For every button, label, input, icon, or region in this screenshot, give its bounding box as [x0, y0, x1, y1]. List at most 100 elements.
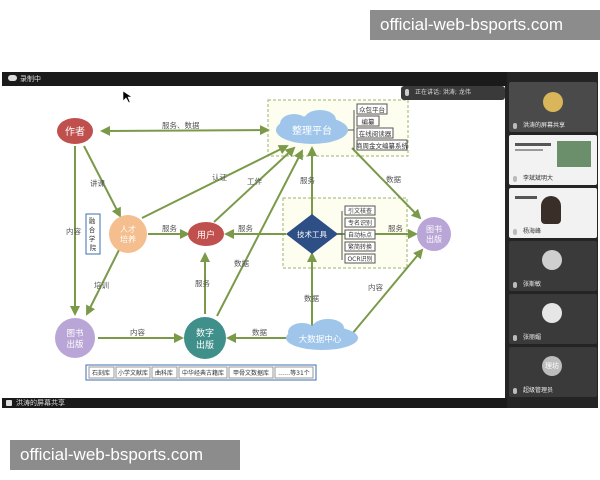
label-tech-book-right: 服务 — [388, 223, 403, 233]
meeting-bottom-bar: 洪涛的屏幕共享 — [2, 398, 507, 408]
participant-name: 李斌斌明大 — [523, 175, 554, 182]
tech-items: 引文核查 专名识别 自动标点 繁简转换 OCR识别 — [338, 205, 376, 264]
label-digital-user: 服务 — [195, 278, 210, 288]
participant-tile[interactable]: 张斯敏 — [509, 241, 597, 291]
meeting-window: 录制中 — [2, 72, 598, 408]
author-label: 作者 — [65, 126, 85, 138]
book-left-line2: 出版 — [66, 339, 84, 350]
book-pub-right-node: 图书 出版 — [417, 217, 451, 251]
talent-node: 人才 培养 — [109, 215, 147, 253]
label-user-platform: 工作 — [247, 176, 262, 186]
watermark-bottom: official-web-bsports.com — [10, 440, 240, 470]
digital-line2: 出版 — [196, 339, 214, 351]
platform-item-3: 商周金文编纂系统 — [356, 141, 409, 150]
platform-item-1: 编纂 — [362, 117, 376, 126]
edge-bigdata-book-right — [351, 248, 424, 335]
platform-item-0: 众包平台 — [359, 105, 385, 114]
book-pub-left-node: 图书 出版 — [55, 318, 95, 358]
database-row: 石刻库 小学文献库 曲科库 中华经典古籍库 甲骨文数据库 ……等31个 — [85, 364, 317, 381]
avatar — [543, 92, 563, 112]
label-author-book: 内容 — [66, 226, 81, 236]
label-digital-platform: 数据 — [234, 258, 249, 268]
participant-tile[interactable]: 理坊 超级管理员 — [509, 347, 597, 397]
edge-labels: 服务、数据 讲课 内容 认证 服务 培训 工作 服务 服务 数据 服务 数据 数… — [66, 120, 403, 337]
avatar — [542, 303, 562, 323]
shared-screen: 服务、数据 讲课 内容 认证 服务 培训 工作 服务 服务 数据 服务 数据 数… — [2, 86, 505, 398]
edge-digital-platform — [216, 149, 303, 317]
participant-name: 超级管理员 — [523, 387, 554, 394]
bigdata-node: 大数据中心 — [286, 319, 358, 350]
label-talent-book: 培训 — [94, 280, 109, 290]
avatar — [542, 250, 562, 270]
edge-talent-book — [86, 247, 121, 316]
tech-item-4: OCR识别 — [347, 255, 372, 263]
watermark-top: official-web-bsports.com — [370, 10, 600, 40]
speaking-indicator: 正在讲话: 洪涛; 龙伟 — [401, 86, 505, 100]
mic-icon — [513, 388, 517, 394]
db-2: 曲科库 — [155, 369, 173, 377]
meeting-top-bar: 录制中 — [2, 72, 507, 86]
participant-photo — [541, 196, 561, 224]
share-label: 洪涛的屏幕共享 — [16, 399, 65, 407]
platform-items: 众包平台 编纂 在线阅读器 商周金文编纂系统 — [348, 103, 409, 151]
edge-user-platform — [213, 146, 296, 223]
label-talent-platform: 认证 — [212, 172, 227, 182]
participant-name: 张斯敏 — [523, 281, 542, 288]
participant-tile[interactable]: 李斌斌明大 — [509, 135, 597, 185]
platform-node: 整理平台 — [276, 110, 348, 144]
book-right-line1: 图书 — [426, 224, 442, 234]
label-author-platform: 服务、数据 — [162, 120, 200, 130]
talent-label-line2: 培养 — [120, 234, 136, 244]
mic-icon — [405, 89, 409, 96]
digital-line1: 数字 — [196, 327, 214, 339]
edge-platform-book-right — [351, 147, 422, 220]
tech-label: 技术工具 — [297, 229, 327, 239]
tech-item-2: 自动标点 — [348, 231, 372, 239]
platform-item-2: 在线阅读器 — [359, 129, 392, 138]
label-book-digital: 内容 — [130, 327, 145, 337]
author-node: 作者 — [57, 118, 93, 144]
label-bigdata-tech: 数据 — [304, 293, 319, 303]
participant-name: 杨海峰 — [523, 228, 542, 235]
label-platform-book-right: 数据 — [386, 174, 401, 184]
academy-box: 融 合 学 院 — [85, 213, 101, 255]
mic-icon — [513, 335, 517, 341]
mic-icon — [513, 176, 517, 182]
talent-label-line1: 人才 — [120, 224, 136, 234]
mic-icon — [513, 229, 517, 235]
academy-label: 融 合 学 院 — [89, 216, 98, 252]
participant-tile[interactable]: 张丽媚 — [509, 294, 597, 344]
digital-pub-node: 数字 出版 — [184, 317, 226, 359]
participant-tile[interactable]: 洪涛的屏幕共享 — [509, 82, 597, 132]
user-node: 用户 — [188, 222, 224, 246]
screen-share-icon — [6, 400, 12, 406]
participant-panel[interactable]: 洪涛的屏幕共享 李斌斌明大 杨海峰 张斯敏 张丽媚 理坊 超 — [509, 82, 598, 402]
db-3: 中华经典古籍库 — [182, 369, 224, 377]
book-right-line2: 出版 — [426, 234, 442, 244]
tech-node: 技术工具 — [286, 214, 338, 254]
tech-item-3: 繁简转换 — [348, 243, 372, 251]
mic-icon — [513, 123, 517, 129]
ecosystem-diagram: 服务、数据 讲课 内容 认证 服务 培训 工作 服务 服务 数据 服务 数据 数… — [55, 90, 451, 381]
db-0: 石刻库 — [92, 369, 110, 377]
participant-name: 洪涛的屏幕共享 — [523, 122, 566, 129]
user-label: 用户 — [197, 229, 215, 241]
label-bigdata-book-right: 内容 — [368, 282, 383, 292]
tech-item-1: 专名识别 — [348, 219, 372, 227]
avatar-text: 理坊 — [542, 356, 562, 376]
label-talent-user: 服务 — [162, 223, 177, 233]
label-platform-bigdata: 服务 — [300, 175, 315, 185]
participant-tile[interactable]: 杨海峰 — [509, 188, 597, 238]
recording-label: 录制中 — [20, 75, 41, 83]
edge-author-talent — [83, 145, 121, 218]
platform-label: 整理平台 — [292, 124, 332, 137]
label-user-tech: 服务 — [238, 223, 253, 233]
tech-item-0: 引文核查 — [348, 207, 372, 215]
edge-author-platform — [100, 125, 270, 136]
db-5: ……等31个 — [278, 369, 310, 377]
db-4: 甲骨文数据库 — [233, 369, 269, 377]
db-1: 小学文献库 — [118, 369, 148, 377]
mic-icon — [513, 282, 517, 288]
participant-name: 张丽媚 — [523, 334, 542, 341]
label-bigdata-digital: 数据 — [252, 327, 267, 337]
